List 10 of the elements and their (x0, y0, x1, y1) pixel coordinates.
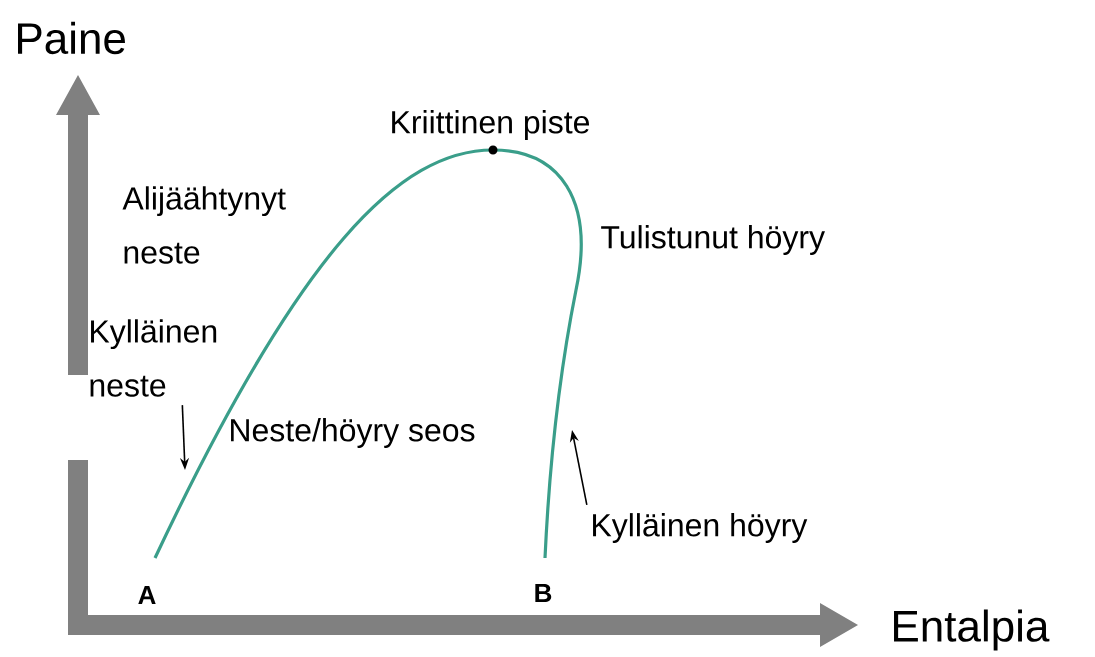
annotation-text: Kylläinen neste (90, 319, 217, 397)
annotation-text: Kylläinen höyry (593, 513, 808, 543)
region-label: Neste/höyry seos (231, 418, 475, 448)
region-label: A (138, 586, 156, 604)
region-label: Alijäähtynyt neste (122, 186, 286, 264)
axis-label: Paine (18, 21, 125, 55)
axis-label: Entalpia (894, 609, 1050, 651)
region-label: Kriittinen piste (392, 110, 590, 140)
region-label: Tulistunut höyry (601, 225, 825, 255)
region-label: B (535, 584, 552, 602)
